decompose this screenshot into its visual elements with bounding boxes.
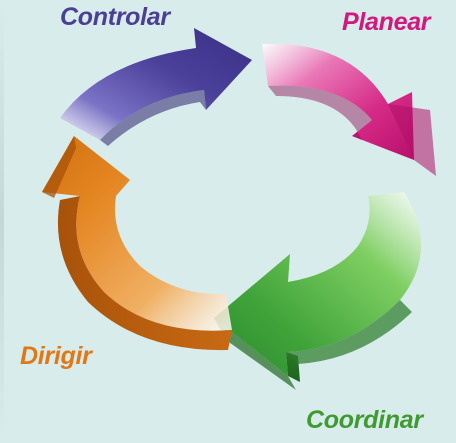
stage-label-planear: Planear — [342, 8, 431, 36]
arrow-coordinar — [214, 192, 422, 390]
stage-label-controlar: Controlar — [60, 3, 170, 31]
stage-label-coordinar: Coordinar — [306, 406, 423, 434]
arrow-dirigir — [42, 136, 233, 351]
arrow-controlar — [60, 28, 252, 146]
arrow-planear — [262, 43, 436, 176]
stage-label-dirigir: Dirigir — [20, 342, 92, 370]
left-edge-shadow — [0, 0, 4, 443]
